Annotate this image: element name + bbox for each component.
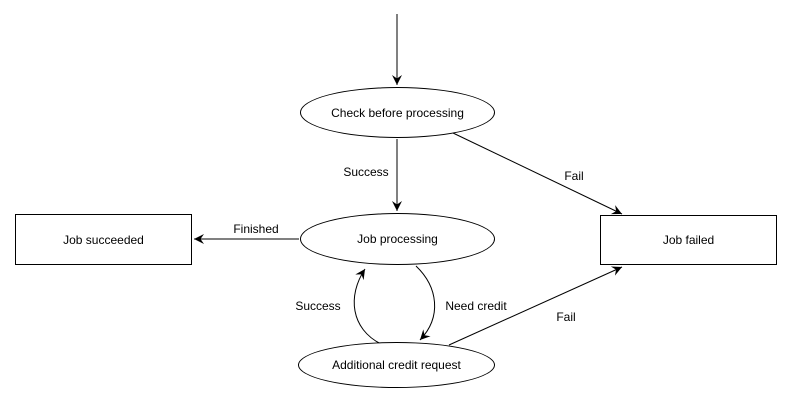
node-job-succeeded: Job succeeded: [15, 214, 192, 265]
edge-label-success-top: Success: [343, 165, 389, 179]
edge-label-fail-bottom: Fail: [556, 310, 576, 324]
edge-label-finished: Finished: [233, 222, 279, 236]
node-check-before-processing: Check before processing: [300, 87, 495, 138]
node-label: Additional credit request: [332, 358, 461, 372]
node-job-processing: Job processing: [300, 213, 495, 265]
node-label: Job succeeded: [63, 232, 144, 247]
edge-processing-to-credit: [415, 265, 435, 341]
node-label: Job processing: [357, 232, 438, 246]
edge-label-fail-top: Fail: [564, 169, 584, 183]
edge-label-need-credit: Need credit: [445, 299, 507, 313]
node-label: Check before processing: [331, 105, 464, 120]
edge-check-to-failed: [452, 132, 623, 215]
edge-credit-to-processing: [353, 268, 382, 345]
node-additional-credit-request: Additional credit request: [298, 342, 495, 388]
node-job-failed: Job failed: [600, 215, 777, 265]
node-label: Job failed: [662, 233, 715, 247]
edge-label-success-bottom: Success: [295, 299, 341, 313]
edge-credit-to-failed: [448, 266, 623, 346]
